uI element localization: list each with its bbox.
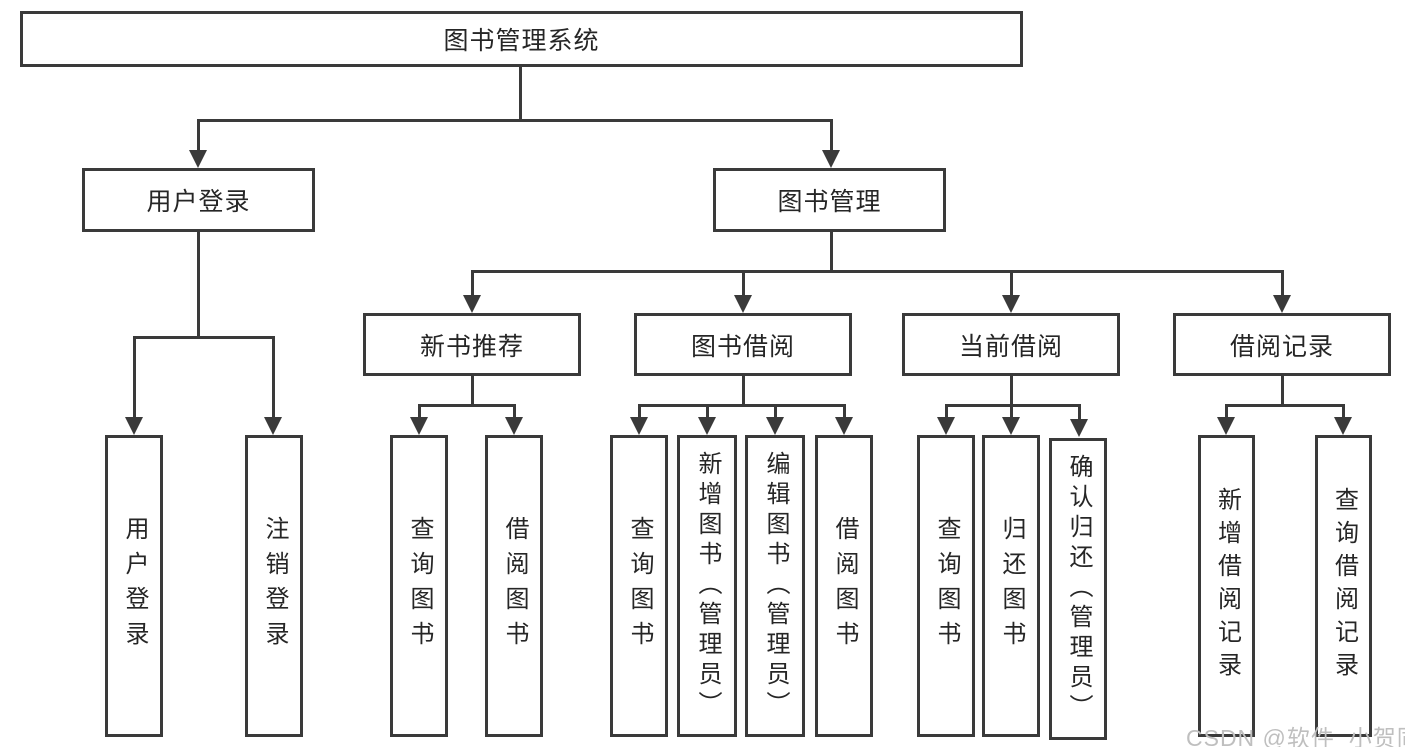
node-new-book-recommendation: 新书推荐: [363, 313, 581, 376]
connector-line: [513, 404, 516, 417]
connector-line: [1342, 404, 1345, 417]
connector-line: [418, 404, 421, 417]
node-label: 当前借阅: [958, 332, 1063, 361]
node-user-login: 用户登录: [82, 168, 315, 232]
connector-line: [638, 404, 845, 407]
leaf-query-books-3: 查询图书: [917, 435, 975, 737]
leaf-user-login: 用户登录: [105, 435, 163, 737]
arrow-down-icon: [463, 295, 481, 313]
connector-line: [1078, 404, 1081, 420]
connector-line: [742, 376, 745, 405]
connector-line: [945, 404, 948, 417]
connector-line: [830, 232, 833, 271]
arrow-down-icon: [698, 417, 716, 435]
connector-line: [133, 336, 136, 417]
leaf-label: 查询图书: [626, 516, 653, 656]
connector-line: [830, 119, 833, 152]
connector-line: [774, 404, 777, 417]
leaf-query-borrow-record: 查询借阅记录: [1315, 435, 1372, 737]
leaf-label: 新增图书（管理员）: [694, 451, 721, 721]
connector-line: [1225, 404, 1344, 407]
arrow-down-icon: [189, 150, 207, 168]
node-book-borrowing: 图书借阅: [634, 313, 852, 376]
leaf-label: 编辑图书（管理员）: [762, 451, 789, 721]
connector-line: [197, 119, 200, 152]
node-label: 借阅记录: [1229, 332, 1334, 361]
leaf-confirm-return-admin: 确认归还（管理员）: [1049, 438, 1107, 740]
node-root-library-system: 图书管理系统: [20, 11, 1023, 67]
leaf-label: 确认归还（管理员）: [1065, 454, 1092, 724]
connector-line: [1010, 376, 1013, 405]
leaf-label: 查询图书: [933, 516, 960, 656]
arrow-down-icon: [410, 417, 428, 435]
leaf-label: 注销登录: [261, 516, 288, 656]
connector-line: [843, 404, 846, 417]
leaf-label: 查询借阅记录: [1330, 487, 1358, 685]
leaf-query-books-2: 查询图书: [610, 435, 668, 737]
node-book-management: 图书管理: [713, 168, 946, 232]
node-borrowing-records: 借阅记录: [1173, 313, 1391, 376]
arrow-down-icon: [734, 295, 752, 313]
arrow-down-icon: [1070, 419, 1088, 437]
connector-line: [1010, 404, 1013, 417]
connector-line: [418, 404, 516, 407]
connector-line: [197, 232, 200, 337]
leaf-label: 用户登录: [121, 516, 148, 656]
node-current-borrowing: 当前借阅: [902, 313, 1120, 376]
arrow-down-icon: [822, 150, 840, 168]
leaf-add-books-admin: 新增图书（管理员）: [677, 435, 737, 737]
leaf-add-borrow-record: 新增借阅记录: [1198, 435, 1255, 737]
leaf-label: 新增借阅记录: [1213, 487, 1241, 685]
node-label: 图书管理系统: [443, 27, 600, 55]
leaf-edit-books-admin: 编辑图书（管理员）: [745, 435, 805, 737]
arrow-down-icon: [505, 417, 523, 435]
csdn-watermark: CSDN @软件_小贺同学: [1186, 725, 1405, 747]
connector-line: [1010, 270, 1013, 297]
leaf-label: 借阅图书: [501, 516, 528, 656]
leaf-borrow-books-2: 借阅图书: [815, 435, 873, 737]
node-label: 新书推荐: [419, 332, 524, 361]
connector-line: [1281, 376, 1284, 405]
arrow-down-icon: [835, 417, 853, 435]
leaf-borrow-books-1: 借阅图书: [485, 435, 543, 737]
connector-line: [471, 270, 474, 297]
leaf-label: 查询图书: [406, 516, 433, 656]
arrow-down-icon: [1273, 295, 1291, 313]
connector-line: [706, 404, 709, 417]
connector-line: [519, 67, 522, 119]
arrow-down-icon: [1217, 417, 1235, 435]
arrow-down-icon: [125, 417, 143, 435]
leaf-return-books: 归还图书: [982, 435, 1040, 737]
connector-line: [742, 270, 745, 297]
node-label: 图书借阅: [690, 332, 795, 361]
connector-line: [638, 404, 641, 417]
connector-line: [1281, 270, 1284, 297]
connector-line: [197, 119, 833, 122]
leaf-label: 归还图书: [998, 516, 1025, 656]
arrow-down-icon: [937, 417, 955, 435]
connector-line: [1225, 404, 1228, 417]
node-label: 图书管理: [777, 188, 882, 216]
arrow-down-icon: [1002, 295, 1020, 313]
arrow-down-icon: [766, 417, 784, 435]
leaf-logout: 注销登录: [245, 435, 303, 737]
leaf-label: 借阅图书: [831, 516, 858, 656]
arrow-down-icon: [1002, 417, 1020, 435]
arrow-down-icon: [264, 417, 282, 435]
leaf-query-books-1: 查询图书: [390, 435, 448, 737]
node-label: 用户登录: [146, 188, 251, 216]
connector-line: [471, 376, 474, 405]
arrow-down-icon: [630, 417, 648, 435]
connector-line: [471, 270, 1283, 273]
arrow-down-icon: [1334, 417, 1352, 435]
connector-line: [133, 336, 274, 339]
connector-line: [272, 336, 275, 417]
